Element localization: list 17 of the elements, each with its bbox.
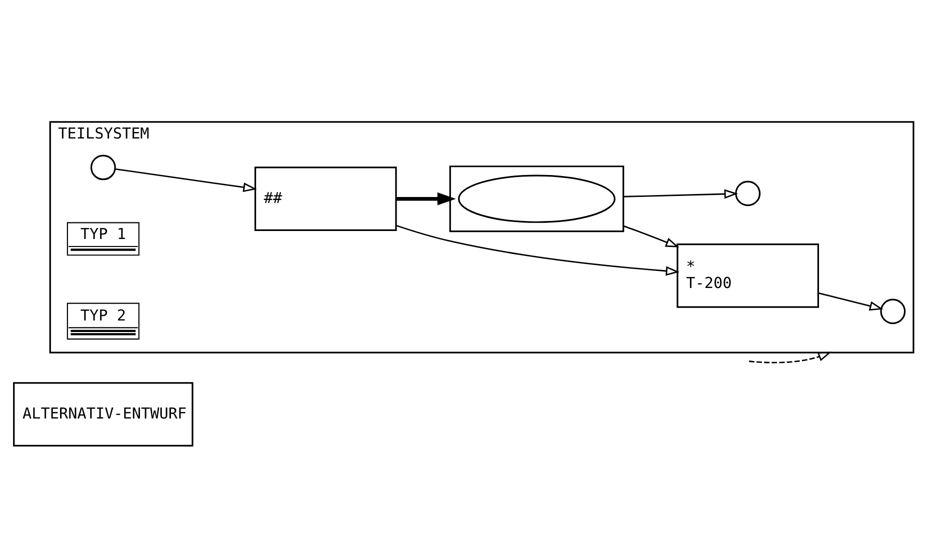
node-box: * T-200	[676, 243, 819, 308]
node-circle	[734, 180, 760, 206]
node-ellipse	[457, 174, 615, 222]
arrow	[396, 192, 456, 205]
arrow	[748, 351, 832, 363]
cluster	[448, 165, 624, 232]
node-circle	[90, 154, 116, 180]
arrow	[114, 168, 256, 192]
legend-label: TYP 2	[80, 306, 126, 324]
arrow	[818, 292, 883, 310]
arrow	[622, 188, 738, 198]
legend-label: TYP 1	[80, 224, 126, 243]
arrow	[622, 224, 679, 247]
node-box: ##	[254, 166, 396, 231]
node-box: ALTERNATIV-ENTWURF	[12, 382, 193, 446]
node-circle	[880, 298, 906, 324]
arrow	[395, 224, 680, 276]
